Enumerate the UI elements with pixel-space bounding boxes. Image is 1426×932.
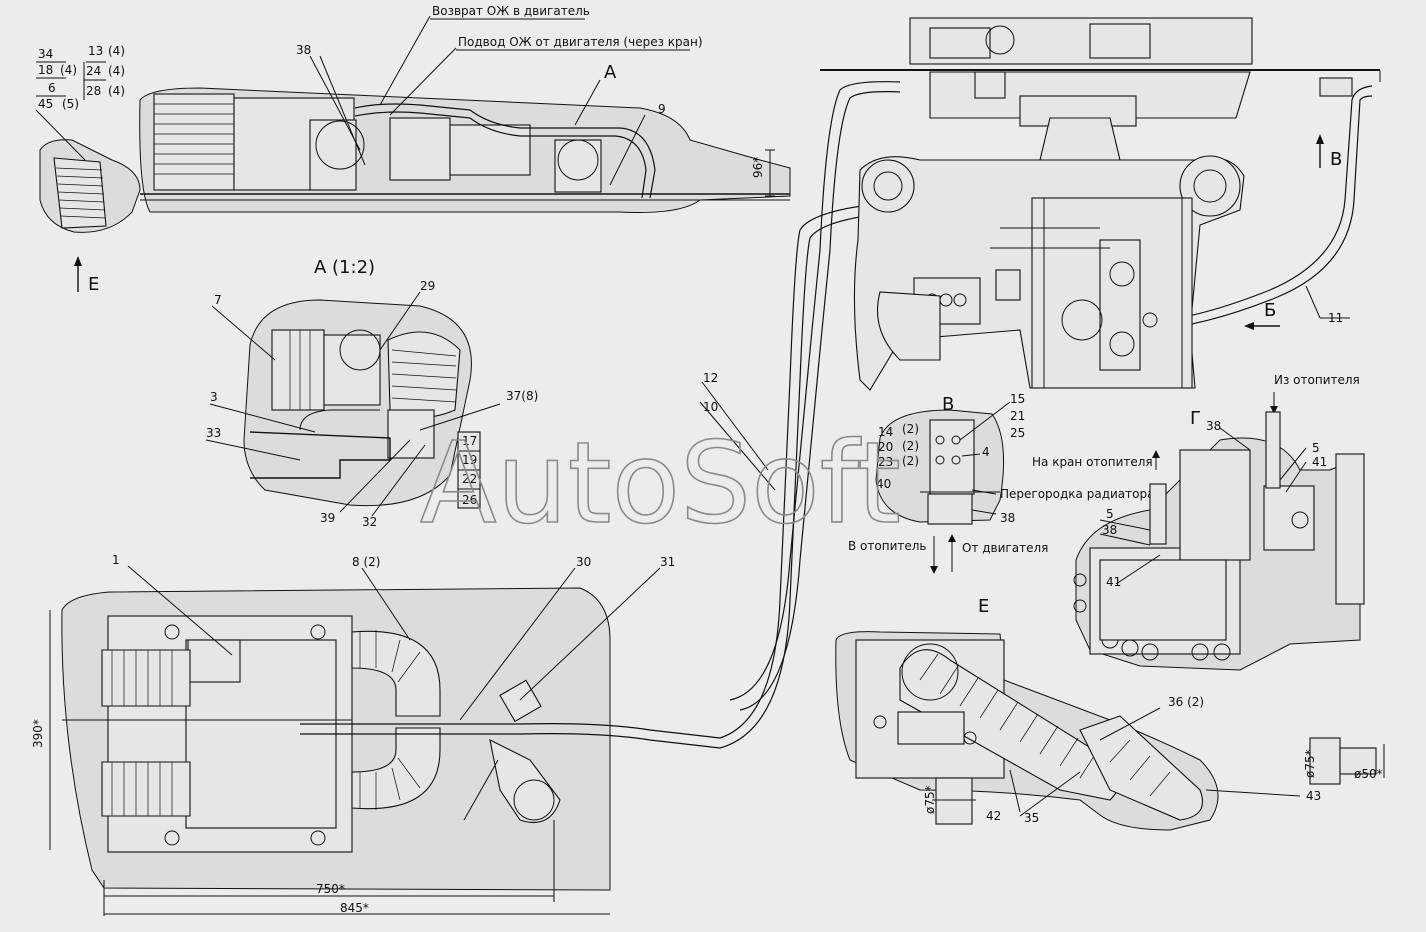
note-from-engine: От двигателя bbox=[962, 541, 1048, 555]
label-13-qty: (4) bbox=[108, 44, 125, 58]
lower-intake-ribs bbox=[101, 761, 191, 817]
label-42: 42 bbox=[986, 809, 1001, 823]
label-32: 32 bbox=[362, 515, 377, 529]
label-24-qty: (4) bbox=[108, 64, 125, 78]
label-19: 19 bbox=[462, 453, 477, 467]
upper-intake-ribs bbox=[101, 649, 191, 707]
dimension-d75-b: ø75* bbox=[1303, 749, 1317, 778]
label-40: 40 bbox=[876, 477, 891, 491]
label-13: 13 bbox=[88, 44, 103, 58]
label-15: 15 bbox=[1010, 392, 1025, 406]
label-21: 21 bbox=[1010, 409, 1025, 423]
label-6: 6 bbox=[48, 81, 56, 95]
detail-E-title: Е bbox=[978, 596, 989, 617]
detail-A-view: А (1:2) 7 29 3 37(8) 33 bbox=[205, 257, 538, 529]
label-9: 9 bbox=[658, 102, 666, 116]
note-coolant-supply: Подвод ОЖ от двигателя (через кран) bbox=[458, 35, 703, 49]
label-38-g2: 38 bbox=[1102, 523, 1117, 537]
label-25: 25 bbox=[1010, 426, 1025, 440]
label-41-g2: 41 bbox=[1106, 575, 1121, 589]
top-left-heater-view bbox=[39, 15, 791, 233]
label-35: 35 bbox=[1024, 811, 1039, 825]
view-V-arrow: В bbox=[1316, 134, 1342, 170]
label-10: 10 bbox=[703, 400, 718, 414]
dimension-d50: ø50* bbox=[1354, 767, 1383, 781]
note-to-heater-tap: На кран отопителя bbox=[1032, 455, 1153, 469]
dimension-96: 96* bbox=[751, 157, 765, 178]
svg-text:В: В bbox=[1330, 149, 1342, 170]
label-3: 3 bbox=[210, 390, 218, 404]
label-18-qty: (4) bbox=[60, 63, 77, 77]
elbow-duct-8 bbox=[351, 630, 441, 810]
detail-V-view: В 15 21 25 14 (2) 20 (2) 23 (2) 4 40 38 … bbox=[848, 392, 1154, 574]
label-38-top: 38 bbox=[296, 43, 311, 57]
label-23: 23 bbox=[878, 455, 893, 469]
svg-text:Е: Е bbox=[88, 274, 99, 295]
label-26: 26 bbox=[462, 493, 477, 507]
label-29: 29 bbox=[420, 279, 435, 293]
label-5-g1: 5 bbox=[1312, 441, 1320, 455]
watermark-text: AutoSoft bbox=[420, 419, 901, 549]
label-7: 7 bbox=[214, 293, 222, 307]
coolant-hoses: 12 10 11 bbox=[699, 81, 1373, 749]
label-38-g1: 38 bbox=[1206, 419, 1221, 433]
note-coolant-return: Возврат ОЖ в двигатель bbox=[432, 4, 590, 18]
detail-G-title: Г bbox=[1190, 408, 1201, 429]
dimension-d75-a: ø75* bbox=[923, 785, 937, 814]
detail-E-view: Е 36 (2) 42 35 bbox=[835, 596, 1385, 831]
label-41-g1: 41 bbox=[1312, 455, 1327, 469]
detail-G-view: Г Из отопителя На кран отопителя 38 5 41… bbox=[1032, 373, 1365, 671]
view-B-arrow: Б bbox=[1244, 300, 1280, 330]
label-23-qty: (2) bbox=[902, 454, 919, 468]
dimension-390: 390* bbox=[31, 719, 45, 748]
label-33: 33 bbox=[206, 426, 221, 440]
engine-assembly bbox=[820, 17, 1381, 391]
label-28: 28 bbox=[86, 84, 101, 98]
detail-A-elbow-ribs bbox=[391, 349, 457, 403]
intake-ribs bbox=[55, 167, 106, 219]
dimension-845: 845* bbox=[340, 901, 369, 915]
label-11: 11 bbox=[1328, 311, 1343, 325]
label-5-g2: 5 bbox=[1106, 507, 1114, 521]
label-12: 12 bbox=[703, 371, 718, 385]
parts-quantity-table: 34 13 (4) 18 (4) 24 (4) 6 28 (4) 45 (5) bbox=[35, 44, 125, 161]
note-to-heater: В отопитель bbox=[848, 539, 926, 553]
label-1: 1 bbox=[112, 553, 120, 567]
label-4: 4 bbox=[982, 445, 990, 459]
note-from-heater: Из отопителя bbox=[1274, 373, 1360, 387]
label-28-qty: (4) bbox=[108, 84, 125, 98]
label-20-qty: (2) bbox=[902, 439, 919, 453]
detail-A-title: А (1:2) bbox=[314, 257, 375, 278]
svg-text:Б: Б bbox=[1264, 300, 1276, 321]
label-45-qty: (5) bbox=[62, 97, 79, 111]
label-39: 39 bbox=[320, 511, 335, 525]
label-38-v: 38 bbox=[1000, 511, 1015, 525]
bottom-plan-view: 1 8 (2) 30 31 390* 750* 845* bbox=[31, 553, 721, 916]
label-36: 36 (2) bbox=[1168, 695, 1204, 709]
label-34: 34 bbox=[38, 47, 53, 61]
label-17: 17 bbox=[462, 434, 477, 448]
view-E-arrow: Е bbox=[74, 256, 99, 295]
label-31: 31 bbox=[660, 555, 675, 569]
label-14: 14 bbox=[878, 425, 893, 439]
label-20: 20 bbox=[878, 440, 893, 454]
view-label-A: А bbox=[604, 62, 617, 83]
label-30: 30 bbox=[576, 555, 591, 569]
label-14-qty: (2) bbox=[902, 422, 919, 436]
heater-ribs bbox=[154, 103, 234, 175]
label-43: 43 bbox=[1306, 789, 1321, 803]
label-22: 22 bbox=[462, 472, 477, 486]
label-37: 37(8) bbox=[506, 389, 538, 403]
label-8: 8 (2) bbox=[352, 555, 380, 569]
label-45: 45 bbox=[38, 97, 53, 111]
note-radiator-partition: Перегородка радиатора bbox=[1000, 487, 1154, 501]
label-24: 24 bbox=[86, 64, 101, 78]
label-18: 18 bbox=[38, 63, 53, 77]
dimension-750: 750* bbox=[316, 882, 345, 896]
